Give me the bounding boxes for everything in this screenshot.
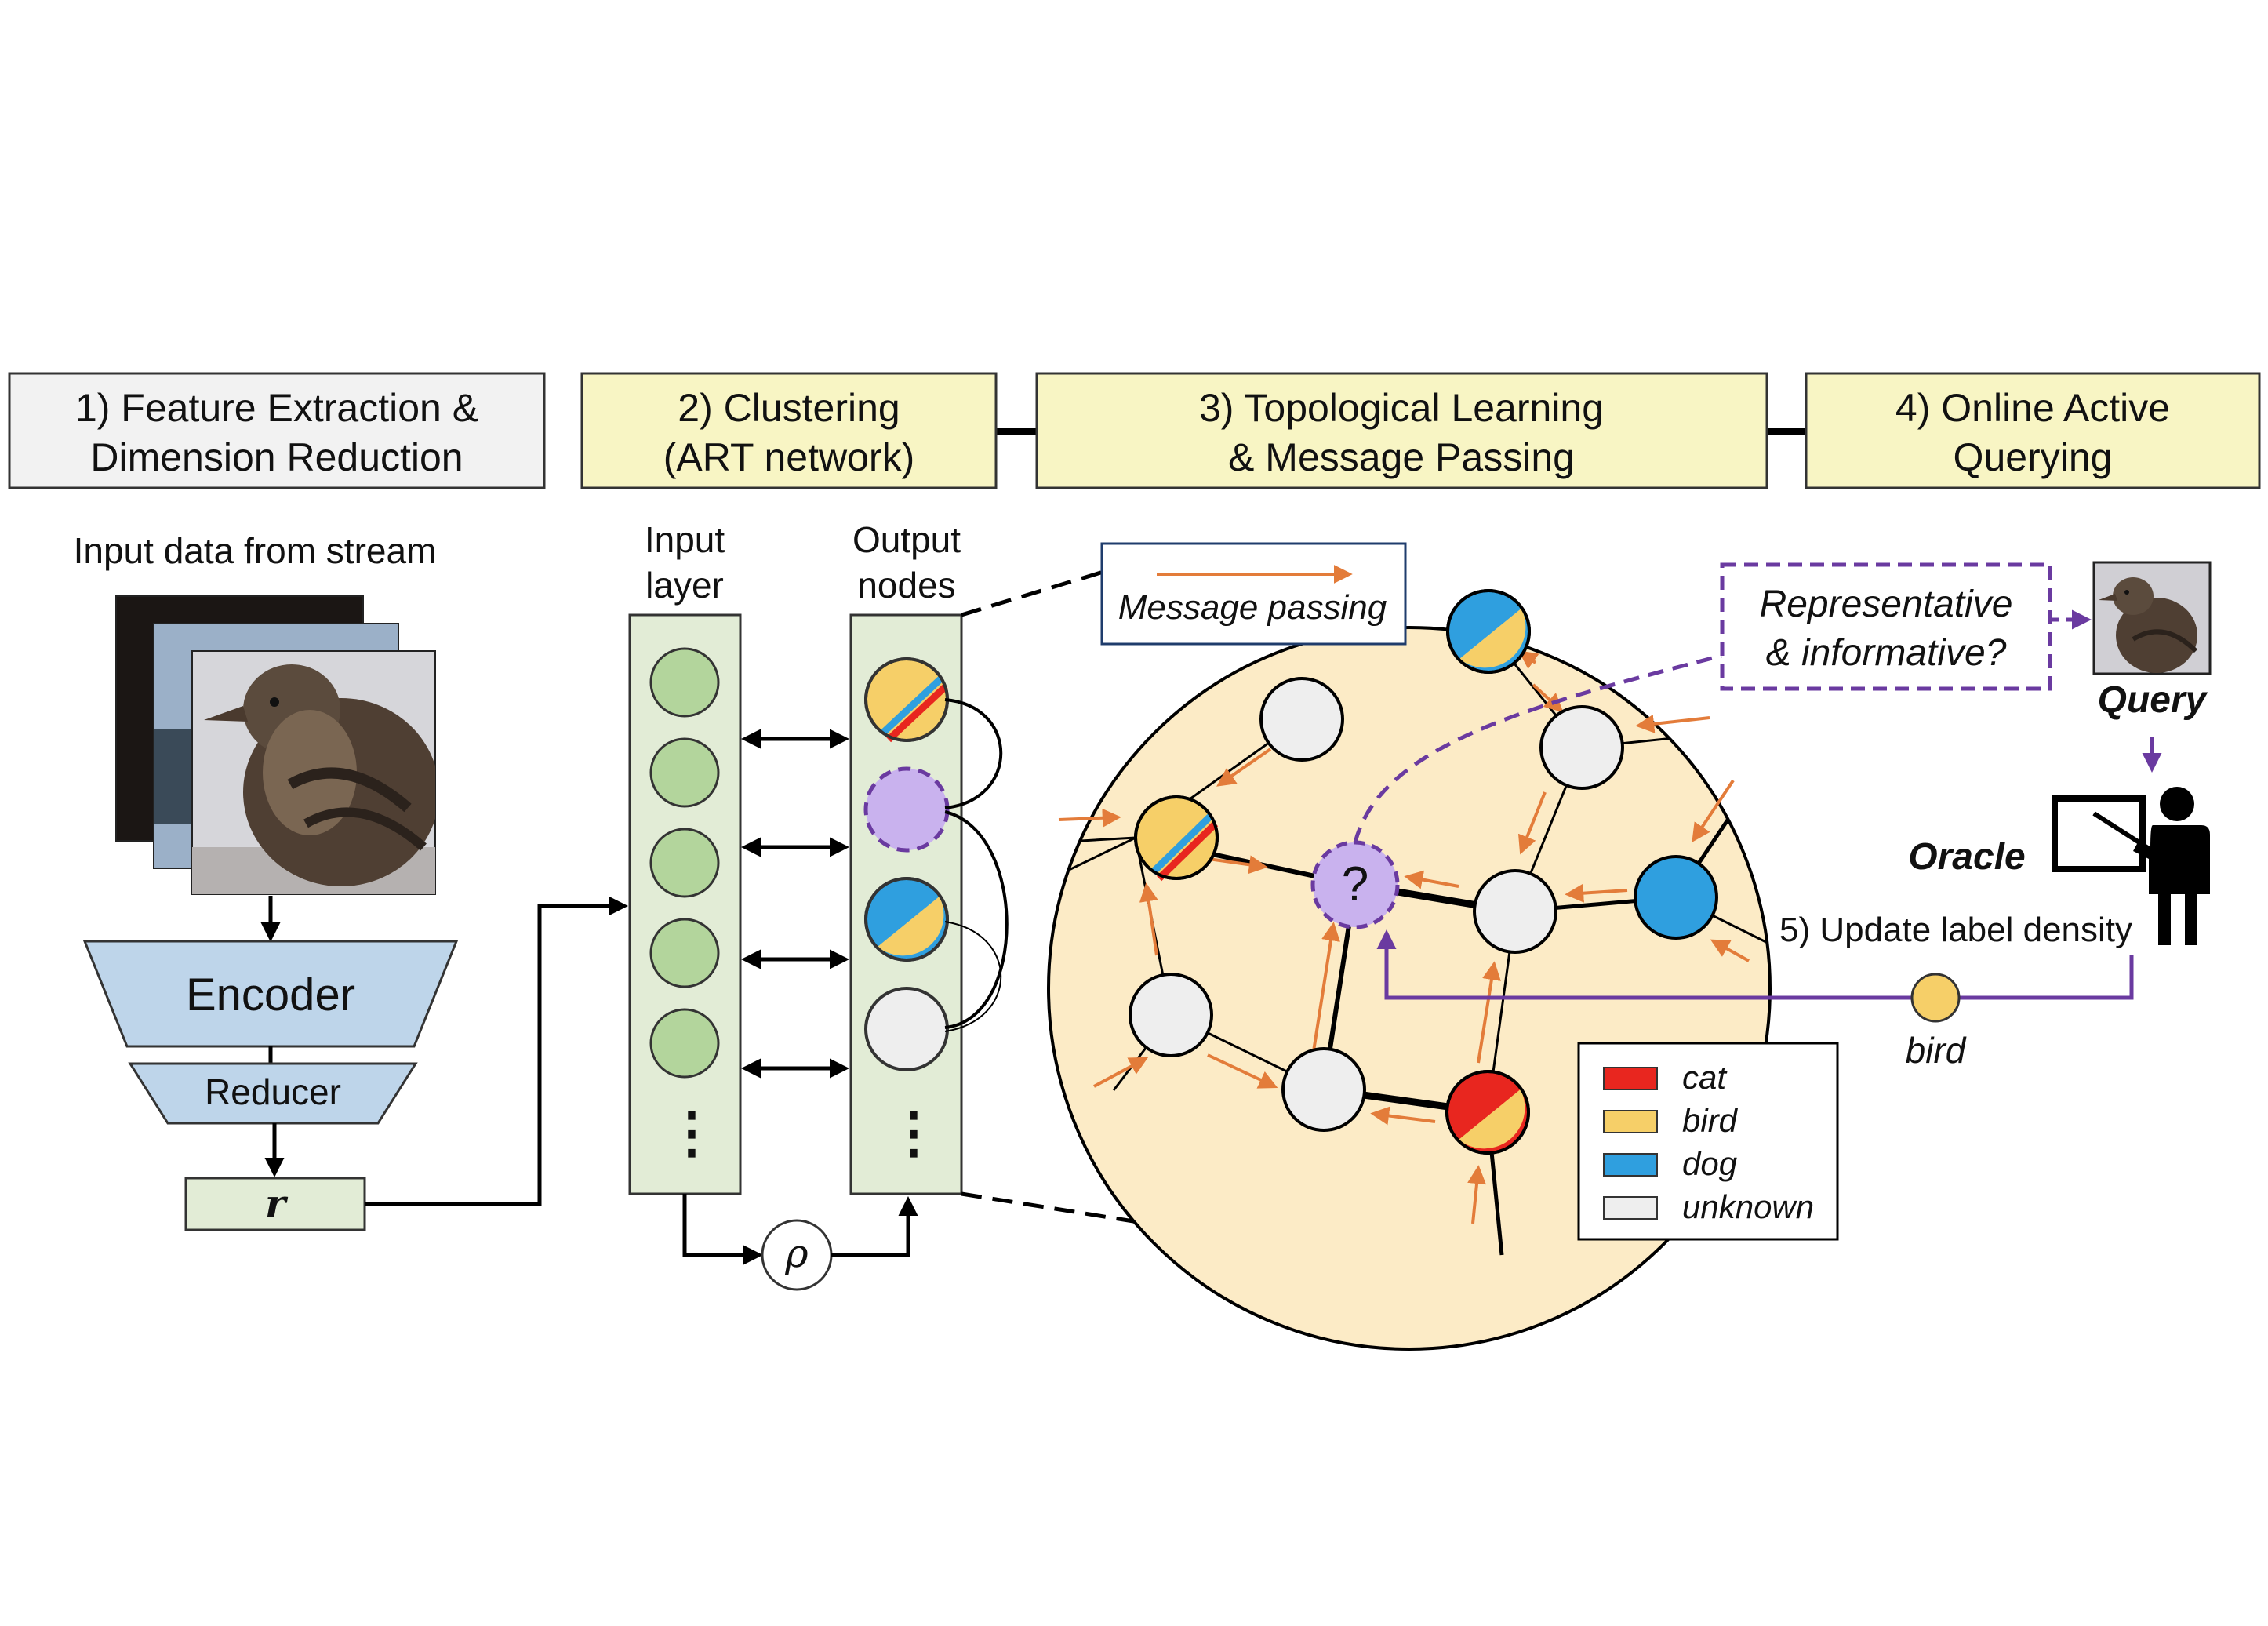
legend-item-dog: dog (1603, 1145, 1737, 1182)
graph-node-cat (1445, 1070, 1530, 1155)
stage-1-title-line2: Dimension Reduction (90, 435, 463, 479)
graph-node-unknown (1259, 677, 1344, 762)
query-image (2092, 561, 2212, 675)
output-layer-ellipsis: ⋮ (886, 1102, 941, 1163)
feature-vector: r (184, 1177, 366, 1231)
graph-node-query: ? (1310, 840, 1400, 929)
legend-label-dog: dog (1682, 1145, 1737, 1182)
stage-4-header: 4) Online Active Querying (1805, 372, 2261, 489)
output-nodes-caption-line1: Output (852, 519, 961, 560)
vigilance-in-arrow (682, 1194, 763, 1265)
person-icon (2133, 787, 2210, 945)
output-node-bird (864, 657, 949, 743)
input-data-caption: Input data from stream (74, 530, 437, 571)
input-layer: ⋮ (628, 613, 742, 1195)
graph-node-unknown (1281, 1047, 1366, 1132)
stage-2-header: 2) Clustering (ART network) (580, 372, 998, 489)
query-question-box: Representative & informative? (1720, 562, 2052, 691)
graph-node-unknown (1129, 973, 1213, 1057)
output-node-links (944, 698, 1009, 1032)
vigilance-label: ρ (784, 1231, 809, 1276)
input-node (649, 828, 720, 898)
legend-label-bird: bird (1682, 1102, 1739, 1139)
stage-1-header: 1) Feature Extraction & Dimension Reduct… (8, 372, 546, 489)
layer-connections (741, 729, 849, 1079)
legend-label-cat: cat (1682, 1059, 1728, 1096)
message-arrows (1058, 650, 1750, 1224)
legend-item-unknown: unknown (1603, 1188, 1814, 1225)
message-passing-key: Message passing (1100, 542, 1407, 646)
vector-to-input-arrow (365, 896, 628, 1206)
legend-label-unknown: unknown (1682, 1188, 1814, 1225)
output-node-unknown (864, 987, 949, 1071)
stage-2-title-line2: (ART network) (663, 435, 914, 479)
graph-node-dog-top (1446, 589, 1531, 674)
answer-label-node (1910, 973, 1961, 1023)
legend-item-bird: bird (1603, 1102, 1739, 1139)
whiteboard-icon (2052, 795, 2154, 872)
output-node-dog (864, 877, 949, 962)
stage-3-header: 3) Topological Learning & Message Passin… (1035, 372, 1768, 489)
output-layer: ⋮ (849, 613, 963, 1195)
feature-vector-label: r (265, 1180, 289, 1227)
message-passing-label: Message passing (1118, 588, 1387, 627)
graph-node-dog (1634, 855, 1718, 940)
input-node (649, 1008, 720, 1079)
bird-image-icon (191, 650, 436, 895)
stage-3-title-line1: 3) Topological Learning (1199, 386, 1604, 430)
query-node-mark: ? (1342, 857, 1368, 911)
zoom-line-top (961, 564, 1122, 617)
input-node (649, 647, 720, 718)
stage-2-title-line1: 2) Clustering (678, 386, 900, 430)
output-node-query (863, 766, 950, 853)
stage-4-title-line1: 4) Online Active (1895, 386, 2170, 430)
input-node (649, 737, 720, 808)
query-label: Query (2098, 679, 2208, 721)
graph-node-bird (1134, 795, 1219, 882)
stage-3-title-line2: & Message Passing (1228, 435, 1575, 479)
input-image-stack (115, 595, 436, 895)
class-legend: cat bird dog unknown (1577, 1042, 1839, 1241)
graph-node-unknown (1473, 869, 1557, 954)
update-label-density: 5) Update label density (1779, 911, 2132, 949)
reducer-label: Reducer (205, 1071, 341, 1112)
query-question-line1: Representative (1760, 584, 2013, 625)
reducer-block: Reducer (128, 1062, 418, 1125)
vigilance-out-arrow (831, 1196, 918, 1257)
legend-item-cat: cat (1603, 1059, 1728, 1096)
oracle-label: Oracle (1908, 836, 2025, 878)
input-layer-caption-line2: layer (645, 565, 724, 606)
input-layer-ellipsis: ⋮ (664, 1102, 719, 1163)
label-update-path (1376, 929, 2134, 1000)
query-question-line2: & informative? (1766, 632, 2007, 674)
input-layer-caption-line1: Input (645, 519, 725, 560)
stage-1-title-line1: 1) Feature Extraction & (75, 386, 478, 430)
graph-node-unknown (1539, 705, 1624, 790)
encoder-label: Encoder (186, 969, 355, 1020)
output-nodes-caption-line2: nodes (857, 565, 955, 606)
input-node (649, 918, 720, 988)
stage-4-title-line2: Querying (1954, 435, 2113, 479)
answer-label: bird (1906, 1030, 1967, 1071)
encoder-block: Encoder (82, 940, 459, 1048)
